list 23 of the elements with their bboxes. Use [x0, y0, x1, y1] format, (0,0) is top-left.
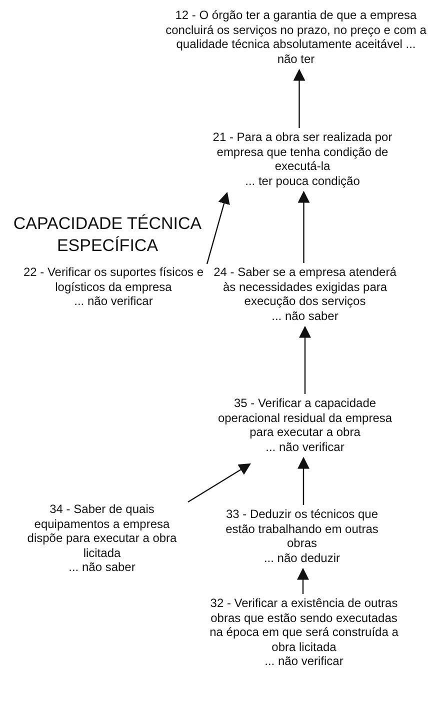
diagram-title: CAPACIDADE TÉCNICA ESPECÍFICA	[12, 213, 203, 257]
node-text: ... não saber	[270, 308, 340, 323]
arrow	[293, 68, 306, 128]
arrow	[297, 568, 309, 594]
node-text: ... não saber	[68, 560, 136, 574]
node-text: 24 - Saber se a empresa atenderá às necessidades exigidas para execução dos serviços	[212, 265, 398, 308]
node-text: 21 - Para a obra ser realizada por empresa que tenha condição de executá-la	[212, 130, 394, 174]
node-text: ... não verificar	[264, 440, 346, 454]
node-text: 34 - Saber de quais equipamentos a empresa dispõe para executar a obra licitada	[26, 502, 178, 560]
node-text: ... ter pouca condição	[244, 174, 361, 188]
node-text: 22 - Verificar os suportes físicos e logísticos da empresa	[22, 265, 205, 294]
node-text: 12 - O órgão ter a garantia de que a empresa concluirá os serviços no prazo, no preço e com a qualidade técnica absolutamente aceitável ... não ter	[165, 8, 427, 66]
node-text: 35 - Verificar a capacidade operacional residual da empresa para executar a obra	[216, 396, 394, 440]
node-text: ... não deduzir	[262, 550, 342, 565]
arrow	[299, 326, 311, 394]
node-text: 33 - Deduzir os técnicos que estão trabalhando em outras obras	[224, 507, 380, 550]
arrow	[298, 456, 310, 505]
arrow	[188, 463, 252, 503]
node-text: ... não verificar	[264, 654, 344, 668]
arrow	[298, 190, 310, 263]
node-text: 32 - Verificar a existência de outras obras que estão sendo executadas na época em que será construída a obra licitada	[208, 596, 400, 654]
node-text: ... não verificar	[73, 294, 154, 308]
arrow	[206, 192, 230, 264]
